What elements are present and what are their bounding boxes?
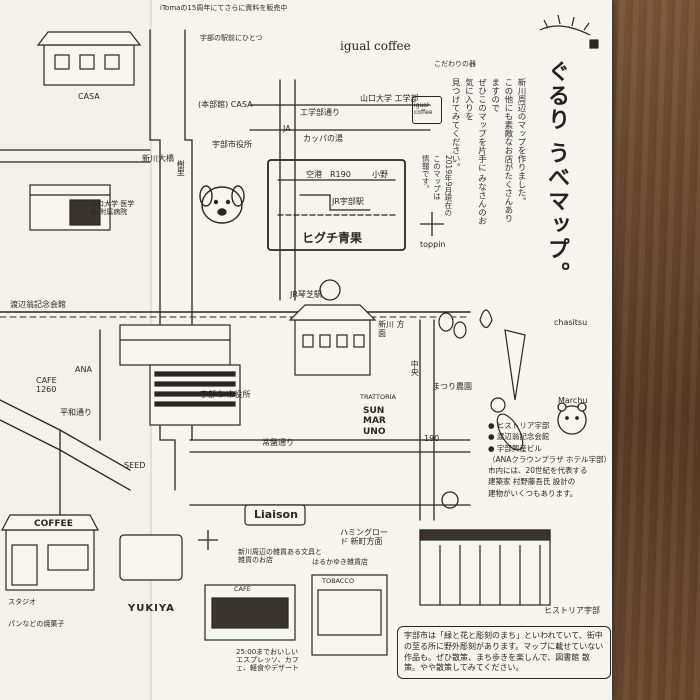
- label-toppin: toppin: [420, 240, 446, 249]
- label-sunmaruno: SUN MAR UNO: [363, 406, 386, 437]
- top-strip-text: iTomaの15周年にてさらに資料を販売中: [160, 4, 288, 12]
- label-heiwa-dori: 平和通り: [60, 408, 92, 417]
- label-juri: 樹里: [176, 160, 186, 176]
- intro-date-line: 2019年9月現在の: [443, 155, 453, 217]
- label-seed: SEED: [124, 461, 146, 470]
- label-ana: ANA: [75, 365, 92, 374]
- list-item: 市内には、20世紀を代表する: [488, 466, 588, 475]
- label-r190: 190: [424, 434, 440, 443]
- label-shinkawa-direction: 新川 方面: [378, 320, 405, 339]
- intro-date-line: 情報です。: [421, 155, 431, 193]
- label-humming-road: ハミングロード 新町方面: [340, 528, 388, 547]
- label-jr-kotoshiba-station: JR琴芝駅: [290, 290, 322, 299]
- list-item: ● 宇部興産ビル: [488, 443, 542, 453]
- label-tokiwa-dori: 常盤通り: [262, 438, 294, 447]
- label-kappa-no-yu: カッパの湯: [303, 134, 343, 143]
- intro-text: 新川周辺のマップを作りました。 この他にも素敵なお店がたくさんありますので ぜひ…: [448, 78, 527, 228]
- label-igual-coffee-logo: igual coffee: [340, 39, 411, 53]
- igual-coffee-cup: igual coffee: [412, 96, 442, 124]
- architecture-list: ● ヒストリア宇部 ● 渡辺翁記念会館 ● 宇部興産ビル （ANAクラウンプラザ…: [488, 420, 611, 499]
- label-ono: 小野: [372, 170, 388, 179]
- label-yamaguchi-hospital: 山口大学 医学部 附属病院: [90, 200, 135, 217]
- label-chasitsu: chasitsu: [554, 318, 588, 327]
- label-igual-coffee-cup: igual coffee: [414, 102, 433, 116]
- label-higuchi-seika: ヒグチ青果: [302, 231, 363, 245]
- intro-line: ぜひこのマップを片手に みなさんのお気に入りを: [463, 78, 487, 226]
- label-ja: JA: [283, 124, 291, 133]
- label-r190-station: R190: [330, 170, 351, 179]
- note-kodawari: こだわりの器: [434, 60, 476, 68]
- label-watanabe-memorial: 渡辺翁記念会館: [10, 300, 66, 309]
- note-ube-station-front: 宇部の駅前にひとつ: [200, 34, 263, 42]
- list-item: 建築家 村野藤吾氏 設計の: [488, 477, 576, 487]
- intro-line: 新川周辺のマップを作りました。: [516, 78, 527, 206]
- label-tobacco: TOBACCO: [322, 577, 355, 585]
- label-casa: CASA: [78, 92, 100, 101]
- label-coffee: COFFEE: [34, 519, 73, 529]
- intro-date: 2019年9月現在の このマップは 情報です。: [420, 155, 454, 245]
- label-casa-honbu: (本部館) CASA: [198, 100, 253, 109]
- label-marchu: Marchu: [558, 396, 588, 405]
- intro-line: この他にも素敵なお店がたくさんありますので: [489, 78, 513, 223]
- label-yukiya: YUKIYA: [128, 603, 175, 614]
- label-trattoria: TRATTORIA: [360, 393, 396, 401]
- note-stationery-shop: 新川周辺の雑貨ある文具と雑貨のお店: [238, 548, 322, 565]
- note-studio: スタジオ: [8, 598, 36, 606]
- label-liaison: Liaison: [254, 508, 298, 521]
- label-shinkawa-ohashi: 新川大橋: [142, 154, 174, 163]
- label-hystoria-ube: ヒストリア宇部: [544, 606, 600, 615]
- intro-line: 見つけてみてください。: [450, 78, 461, 172]
- note-haruka-yuki: はるかゆき雑貨店: [312, 558, 368, 566]
- label-kogyo-dori: 工学部通り: [300, 108, 340, 117]
- map-title: ぐるり うべマップ。: [544, 60, 569, 286]
- note-espresso-cafe: 25:00までおいしいエスプレッソ、カフェ、軽食やデザート: [236, 648, 299, 673]
- label-matsuri-farm: まつり農園: [432, 382, 472, 391]
- note-bakery: パンなどの焼菓子: [8, 620, 65, 628]
- label-yamaguchi-univ-engineering: 山口大学 工学部: [360, 94, 419, 103]
- label-cafe-1260: CAFE 1260: [36, 376, 57, 395]
- label-ube-city-office: 宇部市役所: [212, 140, 252, 149]
- label-ube-shiyakusho: 宇部市 市役所: [200, 390, 251, 399]
- label-jr-ube-station: JR宇部駅: [332, 197, 364, 206]
- sculpture-note: 宇部市は「緑と花と彫刻のまち」といわれていて、街中の至る所に野外彫刻があります。…: [397, 626, 611, 680]
- label-chuo-dori: 中央: [410, 360, 420, 376]
- label-airport: 空港: [306, 170, 322, 179]
- list-item: （ANAクラウンプラザ ホテル宇部）: [488, 454, 612, 464]
- label-cafe: CAFE: [234, 585, 251, 593]
- list-item: ● ヒストリア宇部: [488, 421, 550, 430]
- list-item: 建物がいくつもあります。: [488, 488, 578, 498]
- intro-date-line: このマップは: [432, 155, 442, 200]
- list-item: ● 渡辺翁記念会館: [488, 432, 550, 442]
